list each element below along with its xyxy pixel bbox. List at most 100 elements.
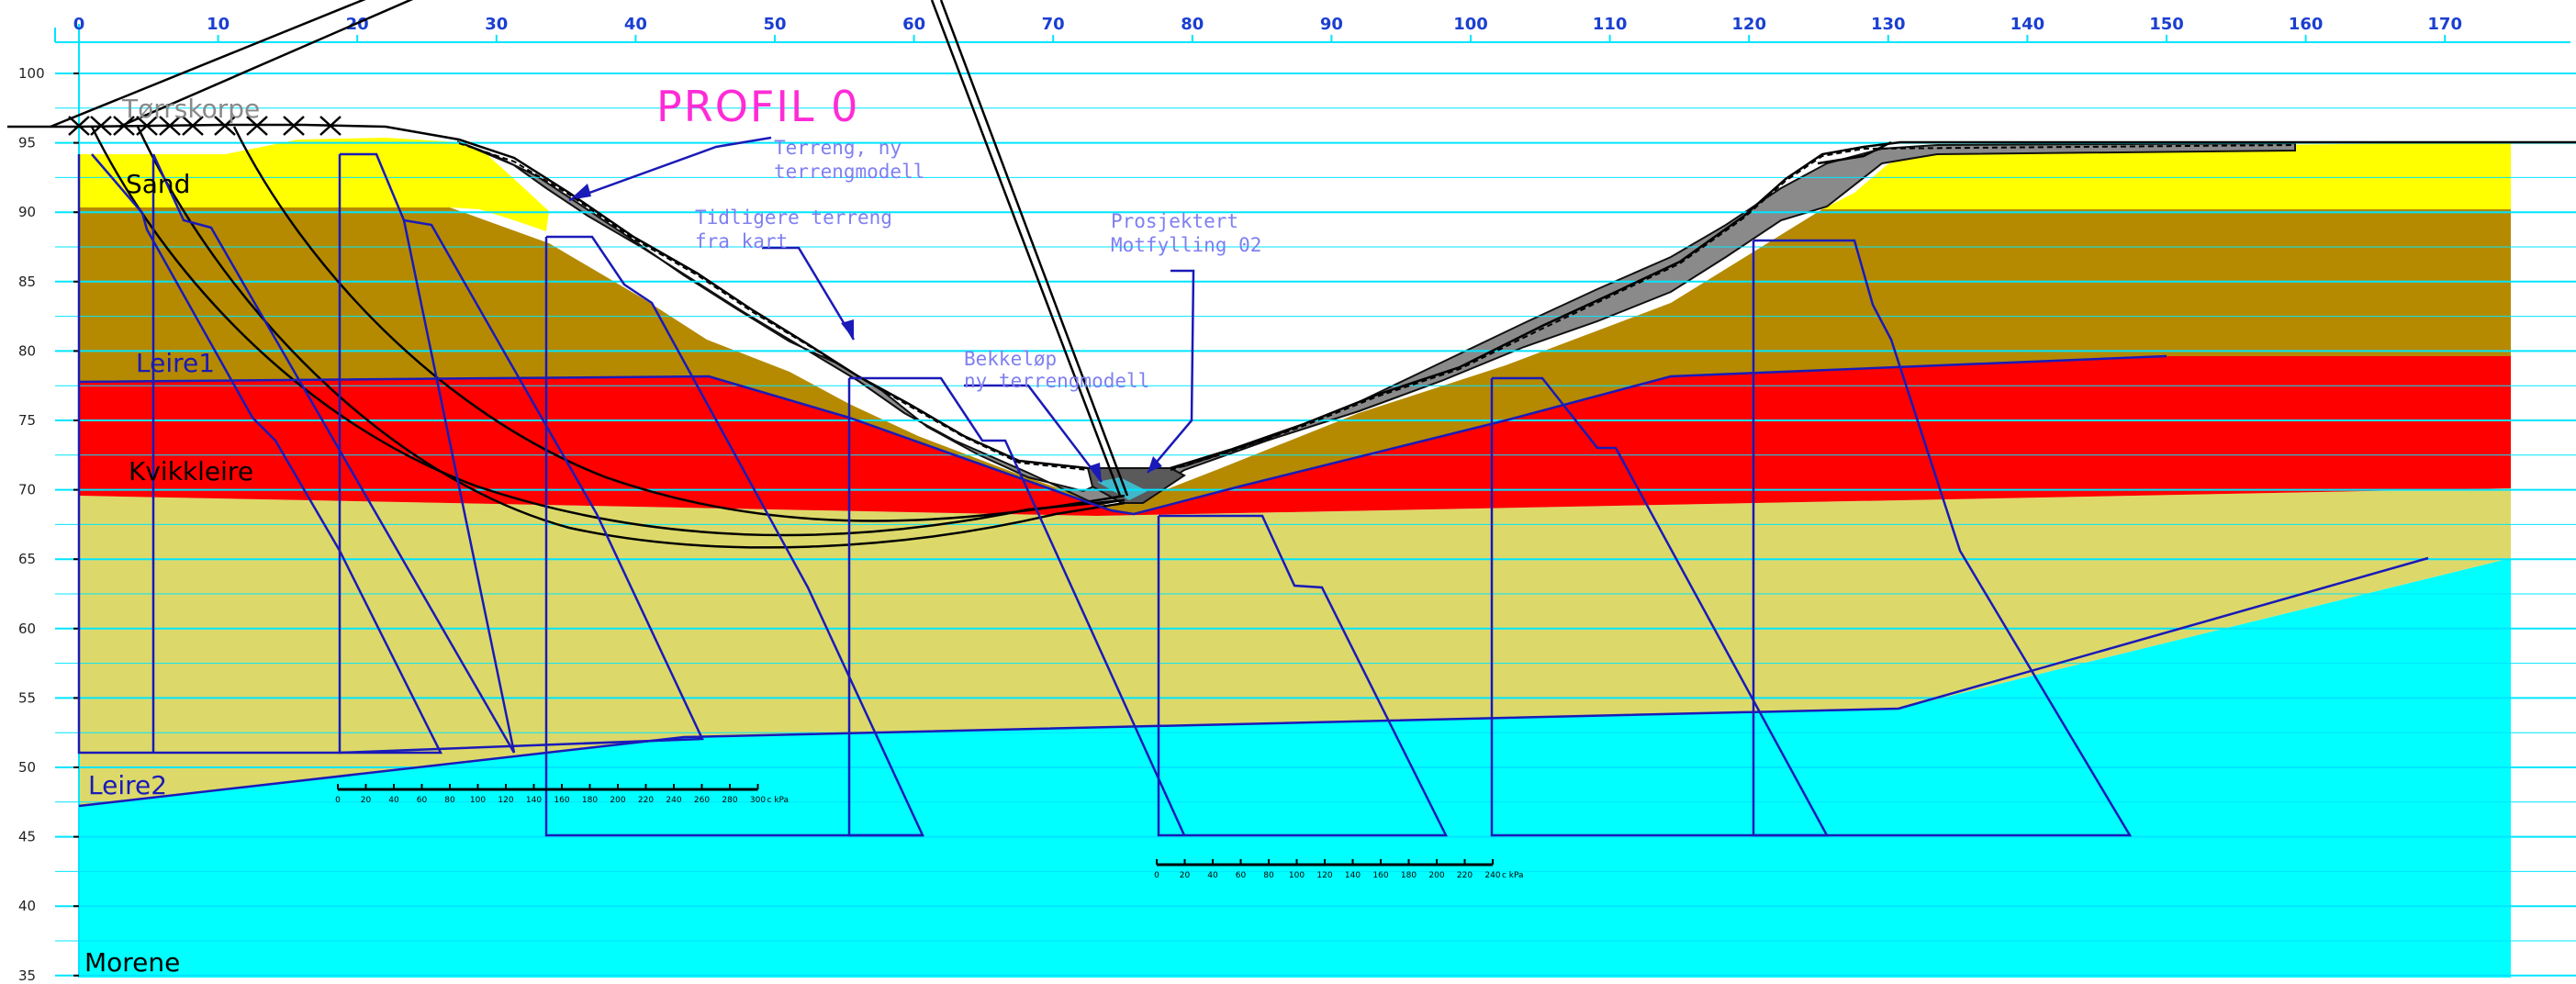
scale-bar-label: 160 bbox=[1372, 871, 1388, 880]
scale-bar-label: 0 bbox=[1154, 871, 1159, 880]
x-tick-label: 100 bbox=[1453, 15, 1488, 34]
scale-bar-label: 100 bbox=[470, 796, 486, 805]
strength-profiles bbox=[77, 136, 2429, 837]
layer-label-kvikkleire: Kvikkleire bbox=[129, 456, 253, 486]
ground-surface-left bbox=[7, 123, 1089, 470]
layer-label-sand: Sand bbox=[126, 169, 190, 199]
x-tick-label: 140 bbox=[2010, 15, 2045, 34]
morene-top-boundary bbox=[78, 556, 2429, 808]
x-tick-label: 60 bbox=[902, 15, 925, 34]
x-marker bbox=[113, 116, 135, 136]
y-tick-label: 80 bbox=[18, 342, 36, 359]
scale-bar-unit: c kPa bbox=[1502, 871, 1524, 880]
scale-bar-label: 60 bbox=[417, 796, 428, 805]
scale-bar-label: 200 bbox=[610, 796, 625, 805]
scale-bar-label: 140 bbox=[1345, 871, 1361, 880]
scale-bar-label: 160 bbox=[554, 796, 569, 805]
scale-bar-label: 300 bbox=[750, 796, 766, 805]
profile-1 bbox=[77, 153, 443, 755]
profile-title: PROFIL 0 bbox=[656, 82, 859, 131]
y-tick-label: 85 bbox=[18, 274, 36, 290]
x-tick-label: 110 bbox=[1593, 15, 1628, 34]
profile-3 bbox=[544, 235, 924, 837]
y-tick-label: 60 bbox=[18, 621, 36, 637]
x-tick-label: 30 bbox=[485, 15, 508, 34]
radius-line-1 bbox=[50, 0, 366, 129]
scale-bar-label: 0 bbox=[335, 796, 341, 805]
slope-hatching bbox=[458, 142, 2296, 471]
ground-surface-right bbox=[1170, 140, 2576, 470]
annotation-terrain-new-2: terrengmodell bbox=[774, 161, 924, 183]
radius-line-2 bbox=[118, 0, 414, 129]
scale-bar-unit: c kPa bbox=[767, 796, 790, 805]
channel-water bbox=[1097, 477, 1148, 500]
terrain-lines bbox=[7, 0, 2576, 549]
x-tick-label: 80 bbox=[1181, 15, 1204, 34]
leire1-top-boundary bbox=[78, 354, 2167, 516]
scale-bar-label: 40 bbox=[388, 796, 399, 805]
scale-bar-label: 80 bbox=[1263, 871, 1274, 880]
scale-bar-label: 80 bbox=[444, 796, 455, 805]
scale-bar-label: 180 bbox=[1401, 871, 1417, 880]
annotation-fill-1: Prosjektert bbox=[1111, 210, 1238, 232]
x-marker bbox=[283, 116, 305, 136]
leader-prev-terrain bbox=[762, 246, 856, 341]
x-marker bbox=[214, 116, 236, 136]
layer-kvikkleire bbox=[79, 356, 2511, 516]
profile-4 bbox=[847, 378, 923, 837]
scale-bar-label: 120 bbox=[498, 796, 513, 805]
scale-bar-label: 200 bbox=[1428, 871, 1444, 880]
y-tick-label: 65 bbox=[18, 551, 36, 567]
y-tick-label: 75 bbox=[18, 412, 36, 429]
annotation-prev-terrain-1: Tidligere terreng bbox=[695, 207, 892, 229]
scale-bar-label: 280 bbox=[722, 796, 737, 805]
scale-bar-label: 60 bbox=[1236, 871, 1247, 880]
scale-bar-label: 240 bbox=[1484, 871, 1500, 880]
scale-bar-label: 120 bbox=[1316, 871, 1332, 880]
leader-stream bbox=[964, 384, 1103, 483]
scale-bar-label: 140 bbox=[526, 796, 542, 805]
x-tick-label: 130 bbox=[1871, 15, 1906, 34]
scale-bar-label: 240 bbox=[666, 796, 681, 805]
x-marker bbox=[246, 116, 268, 136]
y-tick-label: 45 bbox=[18, 829, 36, 845]
slip-circle-2 bbox=[136, 126, 1126, 549]
x-tick-label: 50 bbox=[763, 15, 786, 34]
scale-bar-label: 40 bbox=[1207, 871, 1218, 880]
x-marker bbox=[136, 116, 158, 136]
x-tick-label: 120 bbox=[1731, 15, 1766, 34]
y-tick-label: 35 bbox=[18, 967, 36, 984]
x-tick-label: 160 bbox=[2289, 15, 2324, 34]
annotation-fill-2: Motfylling 02 bbox=[1111, 234, 1261, 256]
scale-bar-label: 20 bbox=[1180, 871, 1191, 880]
arrow-heads bbox=[569, 184, 1162, 482]
scale-bar-label: 260 bbox=[694, 796, 710, 805]
layer-label-morene: Morene bbox=[84, 947, 180, 978]
layer-leire2 bbox=[79, 488, 2511, 806]
radius-line-3 bbox=[930, 0, 1122, 497]
y-tick-label: 90 bbox=[18, 204, 36, 220]
y-tick-label: 40 bbox=[18, 898, 36, 914]
scale-bar-label: 20 bbox=[361, 796, 372, 805]
x-tick-label: 0 bbox=[73, 15, 85, 34]
layer-leire1 bbox=[79, 207, 2511, 514]
layer-label-torrskorpe: Tørrskorpe bbox=[121, 94, 260, 124]
annotation-stream-2: ny terrengmodell bbox=[964, 370, 1149, 392]
slip-circle-3 bbox=[232, 126, 1126, 522]
layer-label-leire1: Leire1 bbox=[136, 348, 215, 378]
y-tick-label: 55 bbox=[18, 689, 36, 706]
radius-line-4 bbox=[939, 0, 1129, 497]
scale-bar-label: 180 bbox=[582, 796, 598, 805]
slip-circle-1 bbox=[90, 126, 1126, 537]
x-marker bbox=[182, 116, 204, 136]
layer-label-leire2: Leire2 bbox=[88, 770, 167, 800]
x-marker bbox=[68, 116, 90, 136]
fill-right bbox=[1121, 141, 2296, 501]
x-tick-label: 90 bbox=[1320, 15, 1343, 34]
top-ruler bbox=[54, 28, 2570, 43]
layer-sand bbox=[79, 138, 549, 231]
